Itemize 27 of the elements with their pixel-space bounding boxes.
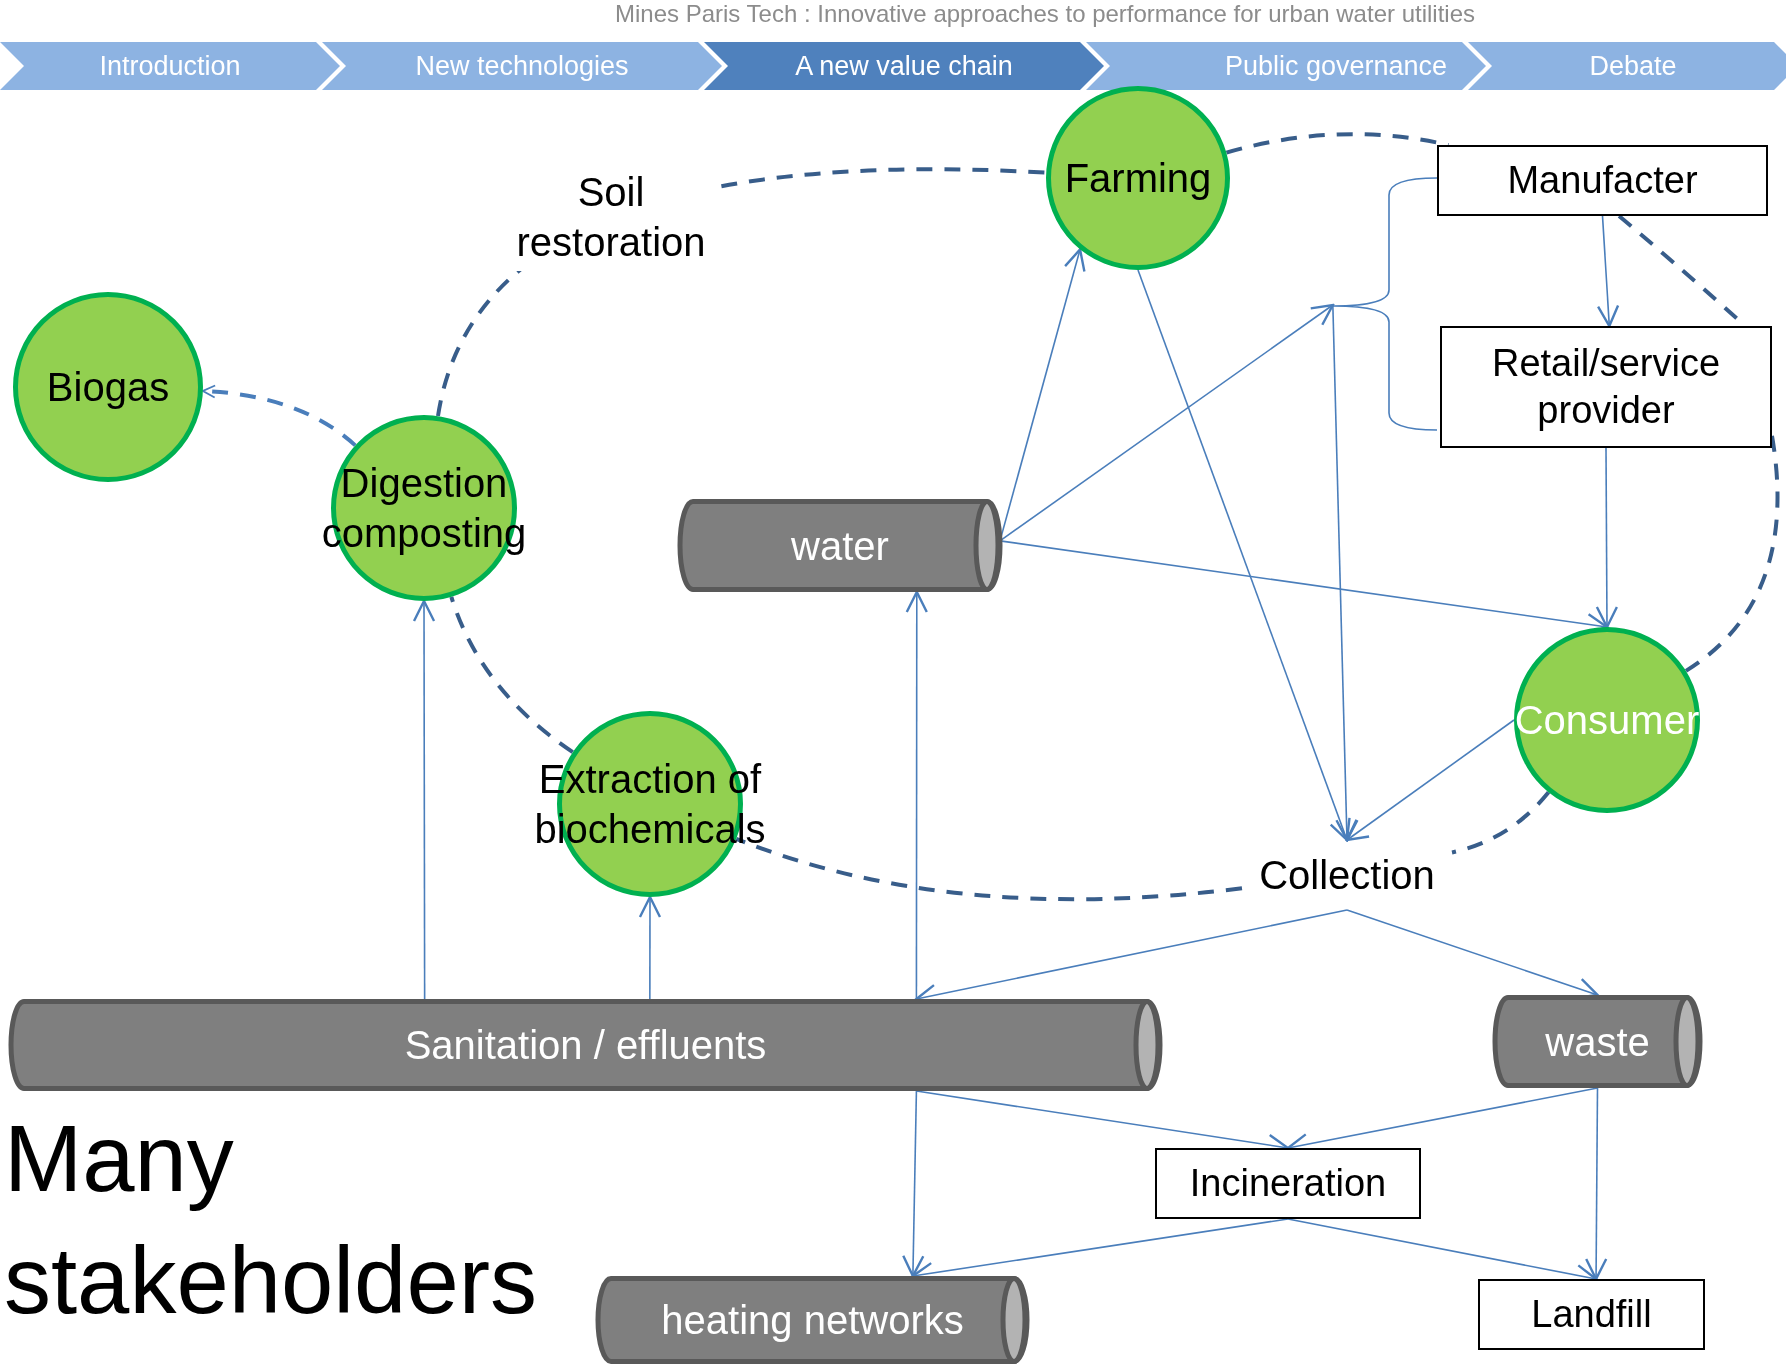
arrow bbox=[905, 590, 928, 1000]
slide-heading: Many stakeholders bbox=[4, 1105, 538, 1335]
pipe-cylinder: heating networks bbox=[598, 1276, 1027, 1364]
arrow bbox=[902, 1090, 925, 1278]
arrow bbox=[1332, 304, 1358, 842]
process-box: Manufacter bbox=[1437, 145, 1768, 216]
arrow bbox=[412, 599, 436, 1000]
pipe-cylinder: Sanitation / effluents bbox=[11, 999, 1160, 1091]
nav-tab: New technologies bbox=[322, 42, 722, 90]
arrow bbox=[1137, 269, 1351, 842]
arrow bbox=[1596, 215, 1620, 328]
process-box: Landfill bbox=[1478, 1279, 1705, 1350]
dashed-arrow bbox=[202, 384, 357, 447]
nav-tab: Debate bbox=[1468, 42, 1786, 90]
pipe-cylinder: waste bbox=[1495, 995, 1700, 1088]
arrow bbox=[1585, 1087, 1608, 1281]
arrow bbox=[638, 895, 662, 1000]
arrow bbox=[1345, 719, 1515, 842]
nav-tab: A new value chain bbox=[704, 42, 1104, 90]
title: Mines Paris Tech : Innovative approaches to performance for urban water utilities bbox=[614, 0, 1476, 28]
nav-tab: Introduction bbox=[0, 42, 340, 90]
node-label: Collection bbox=[1242, 840, 1452, 910]
nav-tab: Public governance bbox=[1086, 42, 1486, 90]
process-box: Retail/service provider bbox=[1440, 326, 1772, 448]
process-box: Incineration bbox=[1155, 1148, 1421, 1219]
pipe-cylinder: water bbox=[680, 499, 1000, 592]
arrow bbox=[1595, 447, 1619, 629]
